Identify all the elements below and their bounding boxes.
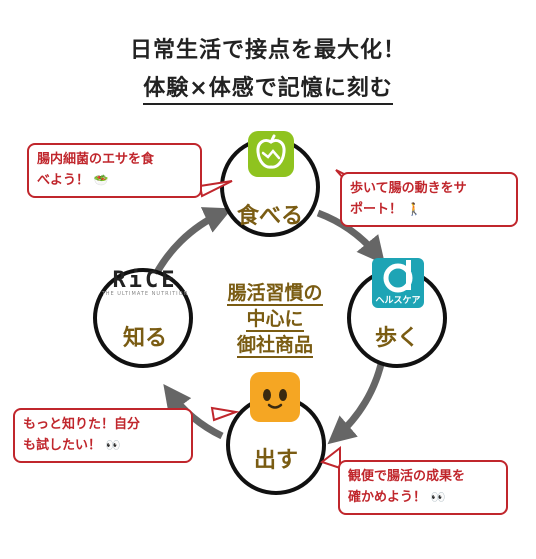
bubble-poop-line-2: 確かめよう！ [348, 490, 427, 505]
bubble-poop: 観便で腸活の成果を 確かめよう！ 👀 [338, 460, 508, 515]
poop-character-icon [250, 372, 300, 422]
bubble-tail-know [210, 406, 240, 422]
cycle-arrow-poop-to-know [163, 384, 224, 440]
bubble-eat-line-1: 腸内細菌のエサを食 [37, 152, 155, 167]
rice-logo: RiCE THE ULTIMATE NUTRITION [100, 268, 190, 297]
dhealth-app-icon: ヘルスケア [372, 258, 424, 308]
bubble-tail-poop [319, 445, 341, 470]
salad-emoji-icon: 🥗 [93, 173, 109, 187]
center-line-2: 中心に [246, 308, 304, 332]
bubble-eat: 腸内細菌のエサを食 べよう！ 🥗 [27, 143, 202, 198]
bubble-walk: 歩いて腸の動きをサ ポート！ 🚶 [340, 172, 518, 227]
bubble-eat-line-2-row: べよう！ 🥗 [37, 170, 192, 191]
bubble-walk-line-2: ポート！ [350, 202, 403, 217]
bubble-walk-line-1: 歩いて腸の動きをサ [350, 181, 467, 196]
walking-person-emoji-icon: 🚶 [406, 202, 422, 216]
center-line-3: 御社商品 [236, 334, 313, 358]
node-label-eat: 食べる [236, 204, 303, 229]
eyes-emoji-icon-2: 👀 [430, 490, 446, 504]
node-label-know: 知る [122, 326, 167, 351]
bubble-know-line-1: もっと知りた！自分 [23, 417, 141, 432]
rice-logo-word: RiCE [112, 268, 178, 293]
bubble-poop-line-2-row: 確かめよう！ 👀 [348, 487, 498, 508]
bubble-know: もっと知りた！自分 も試したい！ 👀 [13, 408, 193, 463]
dhealth-label: ヘルスケア [375, 296, 421, 306]
bubble-poop-line-1: 観便で腸活の成果を [348, 469, 466, 484]
rice-logo-subtitle: THE ULTIMATE NUTRITION [101, 291, 189, 297]
eyes-emoji-icon: 👀 [105, 438, 121, 452]
cycle-arrow-walk-to-poop [327, 359, 386, 445]
bubble-eat-line-2: べよう！ [37, 173, 90, 188]
cycle-arrow-eat-to-walk [316, 209, 386, 265]
title-line-2: 体験×体感で記憶に刻む [0, 70, 536, 105]
bubble-know-line-2: も試したい！ [23, 438, 102, 453]
bubble-walk-line-2-row: ポート！ 🚶 [350, 199, 508, 220]
title-line-2-text: 体験×体感で記憶に刻む [143, 76, 393, 105]
node-circle-know [93, 268, 193, 368]
title-line-1: 日常生活で接点を最大化！ [129, 38, 406, 63]
center-text: 腸活習慣の 中心に 御社商品 [195, 280, 355, 358]
node-label-poop: 出す [253, 448, 298, 473]
bubble-know-line-2-row: も試したい！ 👀 [23, 435, 183, 456]
apple-app-icon [248, 131, 294, 177]
center-line-1: 腸活習慣の [227, 282, 323, 306]
node-label-walk: 歩く [374, 326, 419, 351]
